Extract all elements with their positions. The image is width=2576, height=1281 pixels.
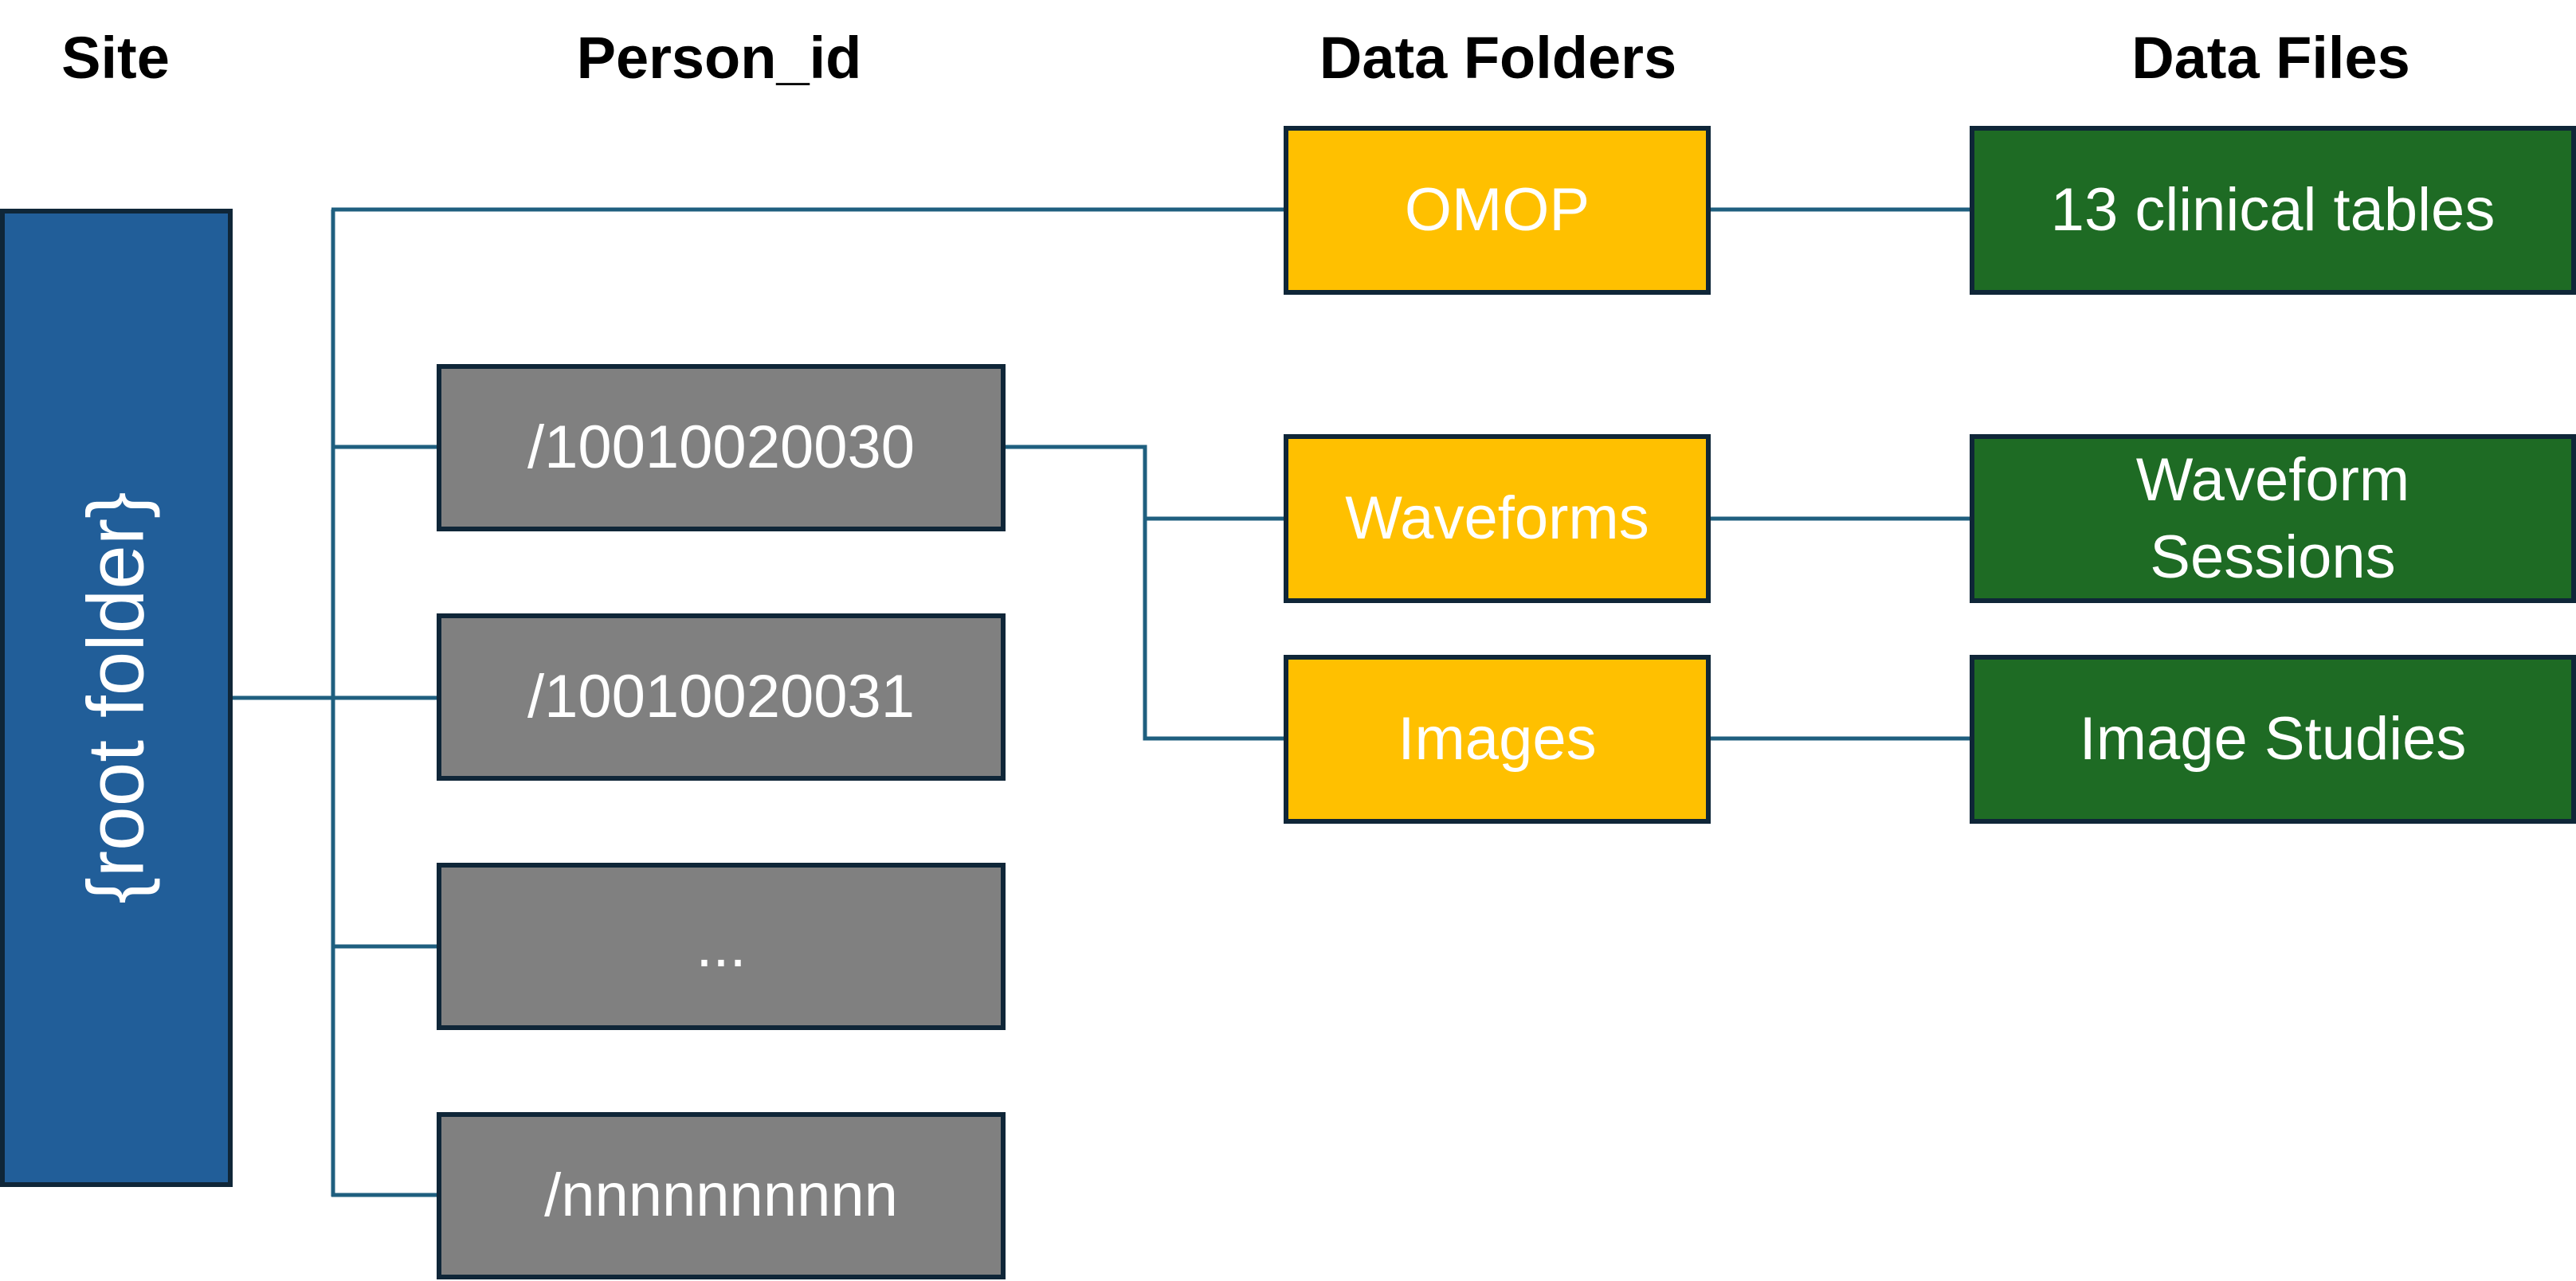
- data-folder-label: OMOP: [1404, 176, 1590, 245]
- data-file-image-studies: Image Studies: [1970, 655, 2576, 824]
- header-site: Site: [61, 25, 170, 91]
- connector-person-folders: [1004, 445, 1286, 741]
- person-folder-label: /nnnnnnnnnn: [544, 1162, 898, 1230]
- data-folder-label: Images: [1398, 705, 1597, 774]
- person-folder-box: ...: [437, 863, 1006, 1030]
- data-file-label: 13 clinical tables: [2050, 176, 2496, 245]
- header-data-folders: Data Folders: [1319, 25, 1677, 91]
- person-folder-label: /10010020031: [527, 663, 916, 731]
- data-folder-label: Waveforms: [1345, 484, 1649, 553]
- data-folder-images: Images: [1284, 655, 1711, 824]
- data-folder-omop: OMOP: [1284, 126, 1711, 295]
- root-folder-box: {root folder}: [0, 209, 233, 1187]
- person-folder-label: ...: [696, 912, 747, 981]
- root-folder-label: {root folder}: [72, 492, 162, 904]
- person-folder-box: /10010020031: [437, 613, 1006, 781]
- person-folder-box: /nnnnnnnnnn: [437, 1112, 1006, 1279]
- data-folder-waveforms: Waveforms: [1284, 434, 1711, 603]
- header-person-id: Person_id: [576, 25, 862, 91]
- person-folder-label: /10010020030: [527, 413, 916, 482]
- data-file-waveform-sessions: Waveform Sessions: [1970, 434, 2576, 603]
- header-data-files: Data Files: [2131, 25, 2410, 91]
- data-file-clinical-tables: 13 clinical tables: [1970, 126, 2576, 295]
- data-file-label: Image Studies: [2079, 705, 2467, 774]
- data-file-label: Waveform Sessions: [2135, 445, 2410, 591]
- person-folder-box: /10010020030: [437, 364, 1006, 531]
